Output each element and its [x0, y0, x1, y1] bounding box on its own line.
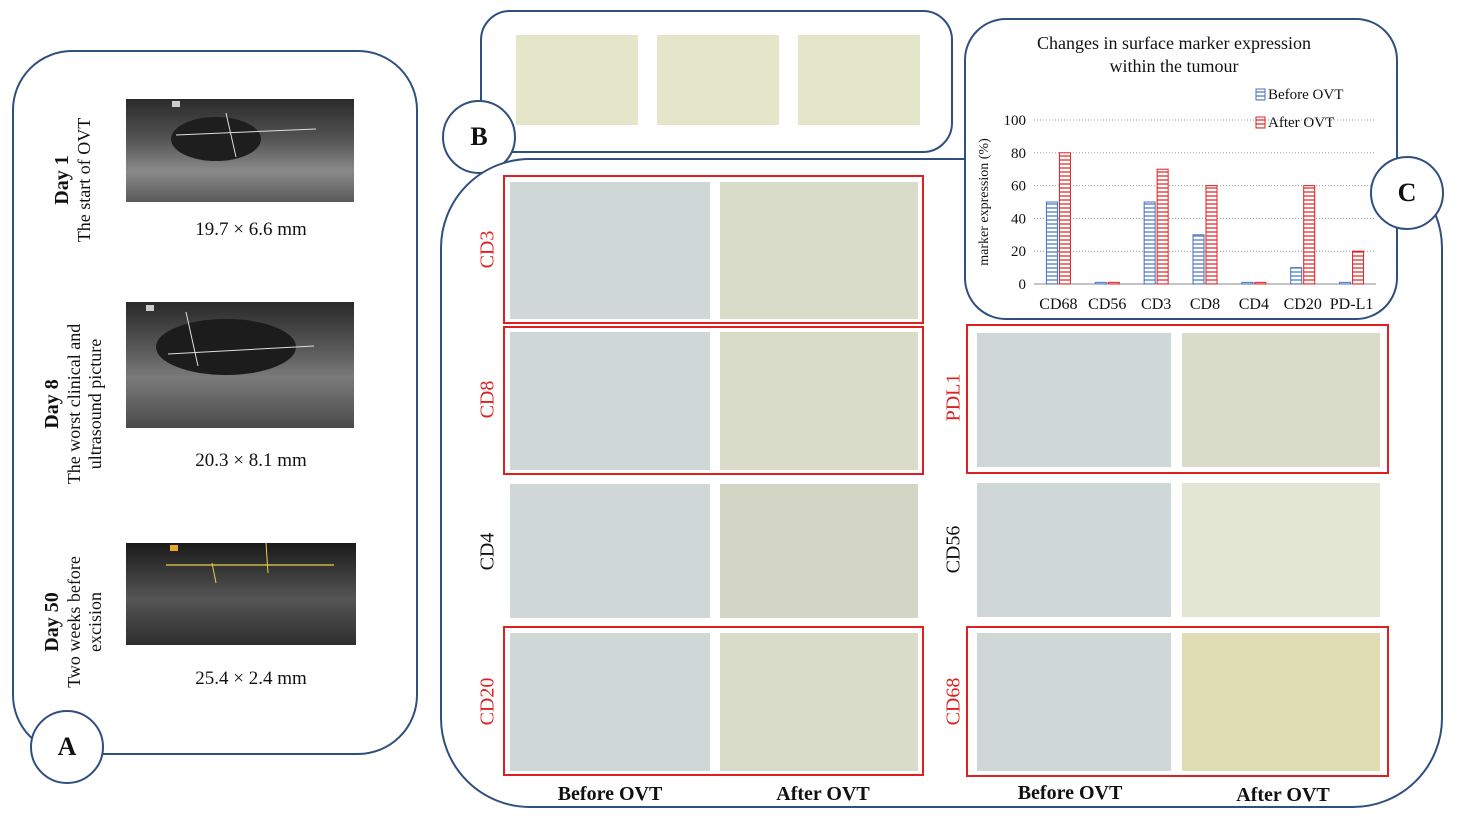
bar-pd-l1-before [1339, 281, 1352, 285]
chart-panel [964, 18, 1398, 320]
cd4-label: CD4 [476, 532, 499, 571]
measure-day8: 20.3 × 8.1 mm [195, 450, 307, 471]
chart-title: Changes in surface marker expression wit… [1037, 33, 1311, 76]
y-tick-80: 80 [1011, 146, 1026, 162]
cd20-before-image [510, 633, 710, 771]
bottom-label-after-1: After OVT [776, 783, 870, 805]
cd8-label: CD8 [476, 380, 499, 419]
cd56-after-image [1182, 483, 1380, 617]
x-tick-cd8: CD8 [1190, 296, 1220, 313]
ultrasound-day1-marks [171, 101, 317, 161]
x-tick-cd56: CD56 [1088, 296, 1126, 313]
cd8-after-image [720, 332, 918, 470]
pdl1-after-image [1182, 333, 1380, 467]
cd3-before-image [510, 182, 710, 319]
bar-cd3-before [1143, 201, 1156, 285]
legend-swatch-1 [1255, 116, 1266, 129]
bar-cd4-after [1254, 281, 1267, 285]
legend-label-1: After OVT [1268, 115, 1334, 131]
ultrasound-day50-marks [166, 543, 334, 584]
cd4-before-image [510, 484, 710, 618]
panel-a-badge: A [30, 710, 104, 784]
cd68-after-image [1182, 633, 1380, 771]
x-tick-cd20: CD20 [1284, 296, 1322, 313]
pdl1-highlight [966, 324, 1389, 474]
bar-cd8-before [1192, 234, 1205, 285]
bar-cd8-after [1205, 185, 1218, 285]
cd3-highlight [503, 175, 924, 324]
cd20-highlight [503, 626, 924, 776]
legend-label-0: Before OVT [1268, 87, 1343, 103]
cd68-highlight [966, 626, 1389, 777]
x-tick-pd-l1: PD-L1 [1330, 296, 1374, 313]
pdl1-before-image [977, 333, 1171, 467]
y-tick-20: 20 [1011, 244, 1026, 260]
cd68-label: CD68 [942, 677, 965, 726]
panel-b-image-2 [657, 35, 779, 125]
cd8-highlight [503, 326, 924, 475]
panel-b-image-3 [798, 35, 920, 125]
bar-cd56-after [1107, 281, 1120, 285]
bar-cd20-after [1303, 185, 1316, 285]
y-tick-40: 40 [1011, 211, 1026, 227]
x-tick-cd4: CD4 [1239, 296, 1269, 313]
ultrasound-day1 [126, 99, 354, 202]
bottom-label-before-1: Before OVT [557, 783, 663, 805]
cd3-label: CD3 [476, 230, 499, 269]
legend-swatch-0 [1255, 88, 1266, 101]
cd56-label: CD56 [942, 525, 965, 574]
x-tick-cd3: CD3 [1141, 296, 1171, 313]
cd68-before-image [977, 633, 1171, 771]
cd56-before-image [977, 483, 1171, 617]
panel-c-badge: C [1370, 156, 1444, 230]
x-tick-cd68: CD68 [1039, 296, 1077, 313]
bar-cd56-before [1094, 281, 1107, 285]
bar-cd20-before [1290, 267, 1303, 285]
bar-chart: 0 20 40 60 80 100 marker expression (%) CD68 CD5… [977, 87, 1376, 313]
bar-cd68-before [1045, 201, 1058, 285]
bar-pd-l1-after [1352, 250, 1365, 285]
y-tick-0: 0 [1019, 277, 1027, 293]
bar-cd68-after [1058, 152, 1071, 285]
bottom-label-after-2: After OVT [1236, 784, 1330, 806]
pdl1-label: PDL1 [942, 373, 965, 422]
bottom-label-before-2: Before OVT [1017, 782, 1123, 804]
cd3-after-image [720, 182, 918, 319]
cd20-label: CD20 [476, 677, 499, 726]
cd4-after-image [720, 484, 918, 618]
y-tick-100: 100 [1004, 113, 1027, 129]
ultrasound-day8-marks [146, 305, 315, 375]
cd20-after-image [720, 633, 918, 771]
ultrasound-day50 [126, 543, 356, 645]
bar-cd4-before [1241, 281, 1254, 285]
bar-cd3-after [1156, 168, 1169, 285]
y-axis-label: marker expression (%) [977, 138, 992, 266]
measure-day50: 25.4 × 2.4 mm [195, 668, 307, 689]
panel-b-image-1 [516, 35, 638, 125]
ultrasound-day8 [126, 302, 354, 428]
y-tick-60: 60 [1011, 179, 1026, 195]
measure-day1: 19.7 × 6.6 mm [195, 219, 307, 240]
cd8-before-image [510, 332, 710, 470]
